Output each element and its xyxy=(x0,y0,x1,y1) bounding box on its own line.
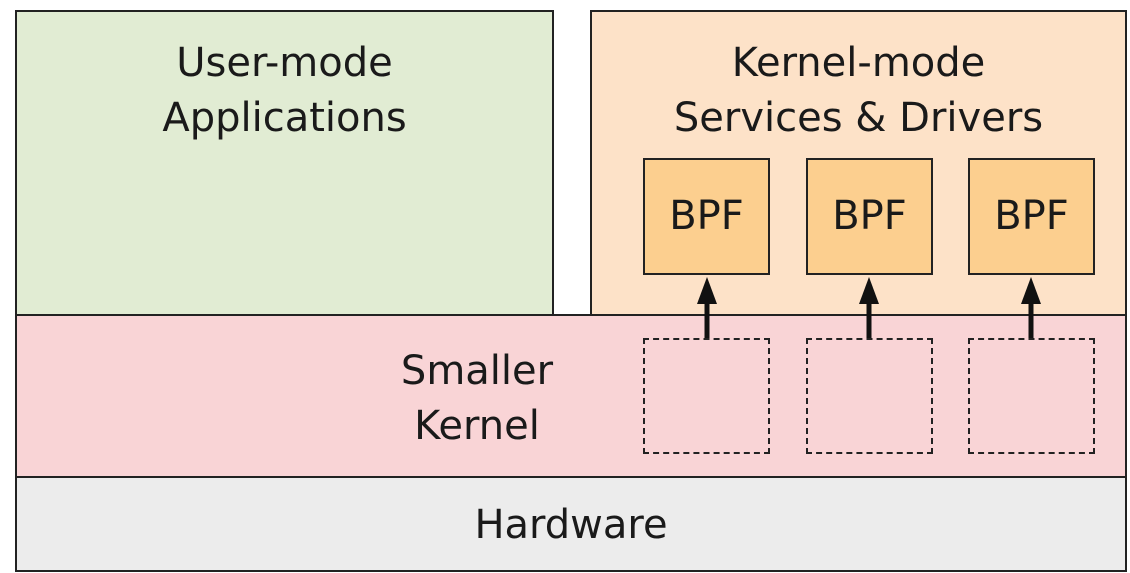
smaller-kernel-label-line-2: Kernel xyxy=(414,403,540,449)
user-mode-label-line-2: Applications xyxy=(162,95,407,141)
kernel-slot-3 xyxy=(968,338,1095,454)
hardware-block: Hardware xyxy=(15,476,1127,572)
user-mode-applications-block: User-mode Applications xyxy=(15,10,554,316)
kernel-mode-label-line-2: Services & Drivers xyxy=(673,95,1044,141)
kernel-slot-1 xyxy=(643,338,770,454)
user-mode-label-line-1: User-mode xyxy=(176,40,393,86)
smaller-kernel-block: Smaller Kernel xyxy=(15,314,1127,478)
kernel-mode-label-line-1: Kernel-mode xyxy=(731,40,986,86)
user-mode-label: User-mode Applications xyxy=(17,36,552,146)
kernel-mode-label: Kernel-mode Services & Drivers xyxy=(592,36,1125,146)
kernel-slot-2 xyxy=(806,338,933,454)
bpf-program-3: BPF xyxy=(968,158,1095,275)
hardware-label: Hardware xyxy=(474,502,668,548)
smaller-kernel-label-line-1: Smaller xyxy=(400,348,554,394)
bpf-program-2: BPF xyxy=(806,158,933,275)
bpf-program-1: BPF xyxy=(643,158,770,275)
smaller-kernel-label: Smaller Kernel xyxy=(307,344,647,454)
